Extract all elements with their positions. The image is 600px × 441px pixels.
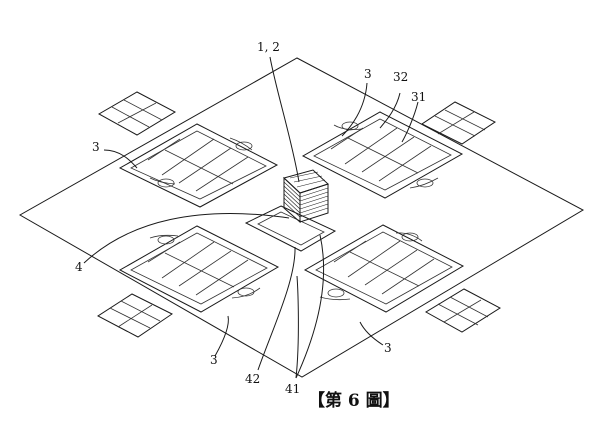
tray-top-left	[118, 123, 279, 208]
outer-panel-bottom-right	[425, 288, 501, 333]
label-31: 31	[411, 90, 426, 104]
outer-panel-top-left	[97, 91, 177, 136]
label-3-bottom-left: 3	[210, 353, 218, 367]
label-4: 4	[75, 260, 83, 274]
label-3-top-left: 3	[92, 140, 100, 154]
label-1-2: 1, 2	[257, 40, 280, 54]
label-42: 42	[245, 372, 260, 386]
label-32: 32	[393, 70, 408, 84]
center-device	[283, 169, 329, 224]
tray-bottom-right	[303, 224, 465, 313]
tray-top-right	[301, 111, 464, 199]
outer-panel-bottom-left	[97, 293, 173, 338]
main-platform	[18, 57, 585, 378]
leader-lines	[83, 56, 419, 379]
outer-panel-top-right	[421, 101, 496, 145]
label-41: 41	[285, 382, 300, 396]
center-pad	[244, 205, 337, 252]
label-3-top-right: 3	[364, 67, 372, 81]
label-3-bottom-right: 3	[384, 341, 392, 355]
tray-bottom-left	[118, 225, 280, 313]
figure-caption: 【第 6 圖】	[308, 390, 400, 411]
